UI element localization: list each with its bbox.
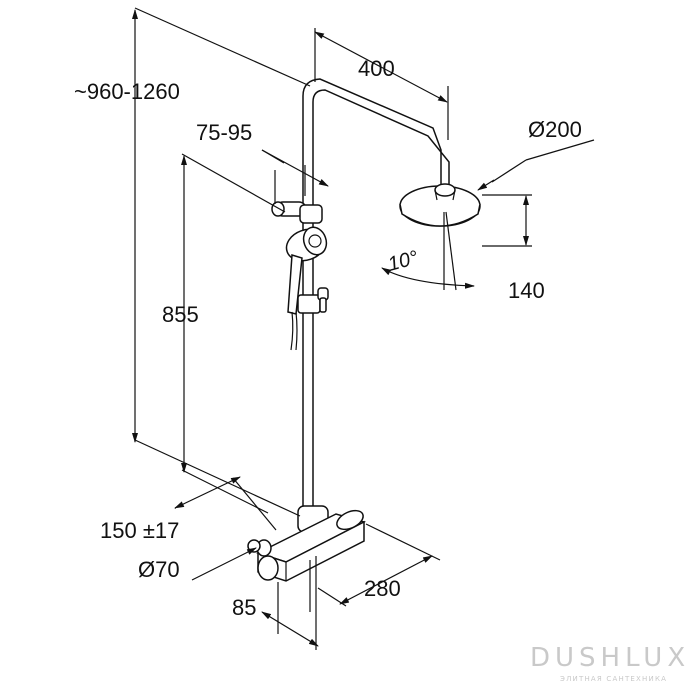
wall-bracket-holder [271,201,323,224]
dim-holder-adjust [261,149,285,164]
label-holder-adjust: 75-95 [196,120,252,145]
slide-holder [297,287,329,314]
label-arm-length: 400 [358,56,395,81]
brand-watermark: DUSHLUX ЭЛИТНАЯ САНТЕХНИКА [530,643,690,683]
label-wall-projection: 85 [232,595,256,620]
shower-column [247,78,481,612]
riser-pipe-left [302,78,442,520]
dim-thermostat-width [339,555,433,605]
label-connection-spacing: 150 ±17 [100,518,179,543]
hand-shower [285,226,328,351]
label-thermostat-width: 280 [364,576,401,601]
dim-arm-length [314,31,448,103]
label-thermostat-diameter: Ø70 [138,557,180,582]
overhead-shower-head [399,183,481,227]
label-head-diameter: Ø200 [528,117,582,142]
label-rail-height: 855 [162,302,199,327]
watermark-brand: DUSHLUX [530,643,690,673]
dimension-lines [132,7,595,650]
riser-pipe [304,80,449,524]
dimension-labels: ~960-1260 400 75-95 Ø200 140 10° 855 150… [74,56,582,620]
thermostat-mixer [247,505,367,612]
riser-pipe-right [312,89,450,520]
label-tilt-angle: 10° [386,247,421,276]
dim-wall-projection [261,611,319,647]
label-total-height: ~960-1260 [74,79,180,104]
dim-connection-spacing [174,476,241,509]
dim-thermostat-diameter [191,547,257,581]
dim-head-diameter [491,159,527,183]
label-head-height: 140 [508,278,545,303]
watermark-tagline: ЭЛИТНАЯ САНТЕХНИКА [560,675,667,683]
dim-tilt-angle [381,267,475,289]
